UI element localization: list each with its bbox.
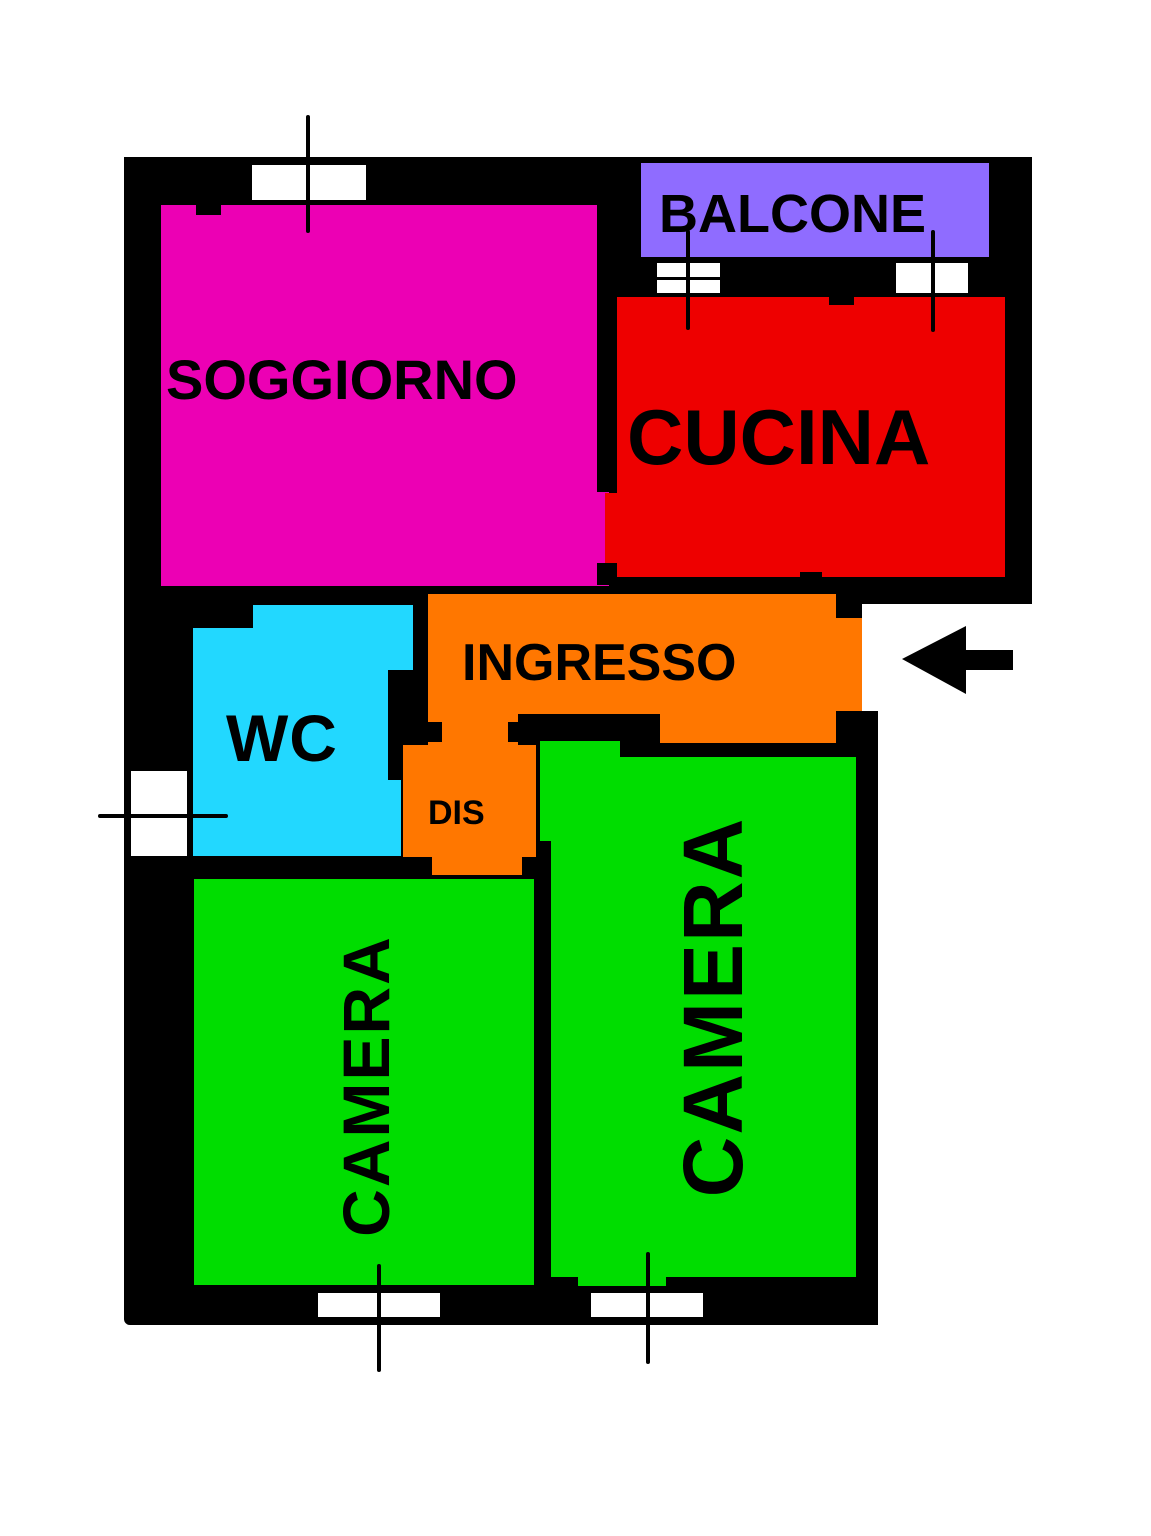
label-camera-right: CAMERA bbox=[666, 816, 760, 1198]
room-soggiorno bbox=[161, 205, 597, 586]
wall-nib bbox=[196, 205, 221, 215]
label-camera-left: CAMERA bbox=[329, 935, 403, 1237]
room-ingresso-lower bbox=[660, 710, 836, 743]
entrance-door-gap bbox=[862, 604, 882, 711]
room-cucina bbox=[617, 297, 1005, 577]
wall-nib bbox=[829, 297, 854, 305]
room-dis-bottom bbox=[432, 855, 522, 875]
wall-nib bbox=[800, 572, 822, 584]
room-cucina-ext bbox=[605, 493, 619, 577]
label-soggiorno: SOGGIORNO bbox=[166, 348, 518, 411]
label-ingresso: INGRESSO bbox=[462, 634, 737, 692]
label-dis: DIS bbox=[428, 794, 485, 832]
window-axis-line bbox=[306, 115, 310, 233]
window-axis-line bbox=[931, 230, 935, 332]
wall-nib bbox=[836, 711, 878, 741]
window-axis-line bbox=[377, 1264, 381, 1372]
label-balcone: BALCONE bbox=[659, 184, 926, 244]
arrow-left-icon bbox=[902, 626, 1013, 694]
window-axis-line bbox=[646, 1252, 650, 1364]
room-camera-left bbox=[194, 879, 534, 1285]
room-dis bbox=[403, 745, 536, 857]
room-camera-right-bottom bbox=[578, 1270, 666, 1286]
room-wc-right bbox=[385, 605, 413, 670]
window-axis-line bbox=[686, 230, 690, 330]
window-axis-line bbox=[98, 814, 228, 818]
room-dis-top bbox=[428, 705, 518, 750]
room-camera-right-left bbox=[540, 741, 556, 841]
label-wc: WC bbox=[226, 701, 338, 775]
room-wc bbox=[193, 628, 388, 856]
room-wc-lowerright bbox=[385, 780, 401, 856]
wall-nib bbox=[597, 563, 617, 585]
wall-nib bbox=[428, 722, 442, 742]
room-ingresso bbox=[428, 594, 862, 714]
room-camera-right bbox=[551, 757, 856, 1277]
wall-nib bbox=[508, 722, 538, 742]
label-cucina: CUCINA bbox=[627, 393, 931, 481]
window-wc bbox=[131, 771, 187, 856]
